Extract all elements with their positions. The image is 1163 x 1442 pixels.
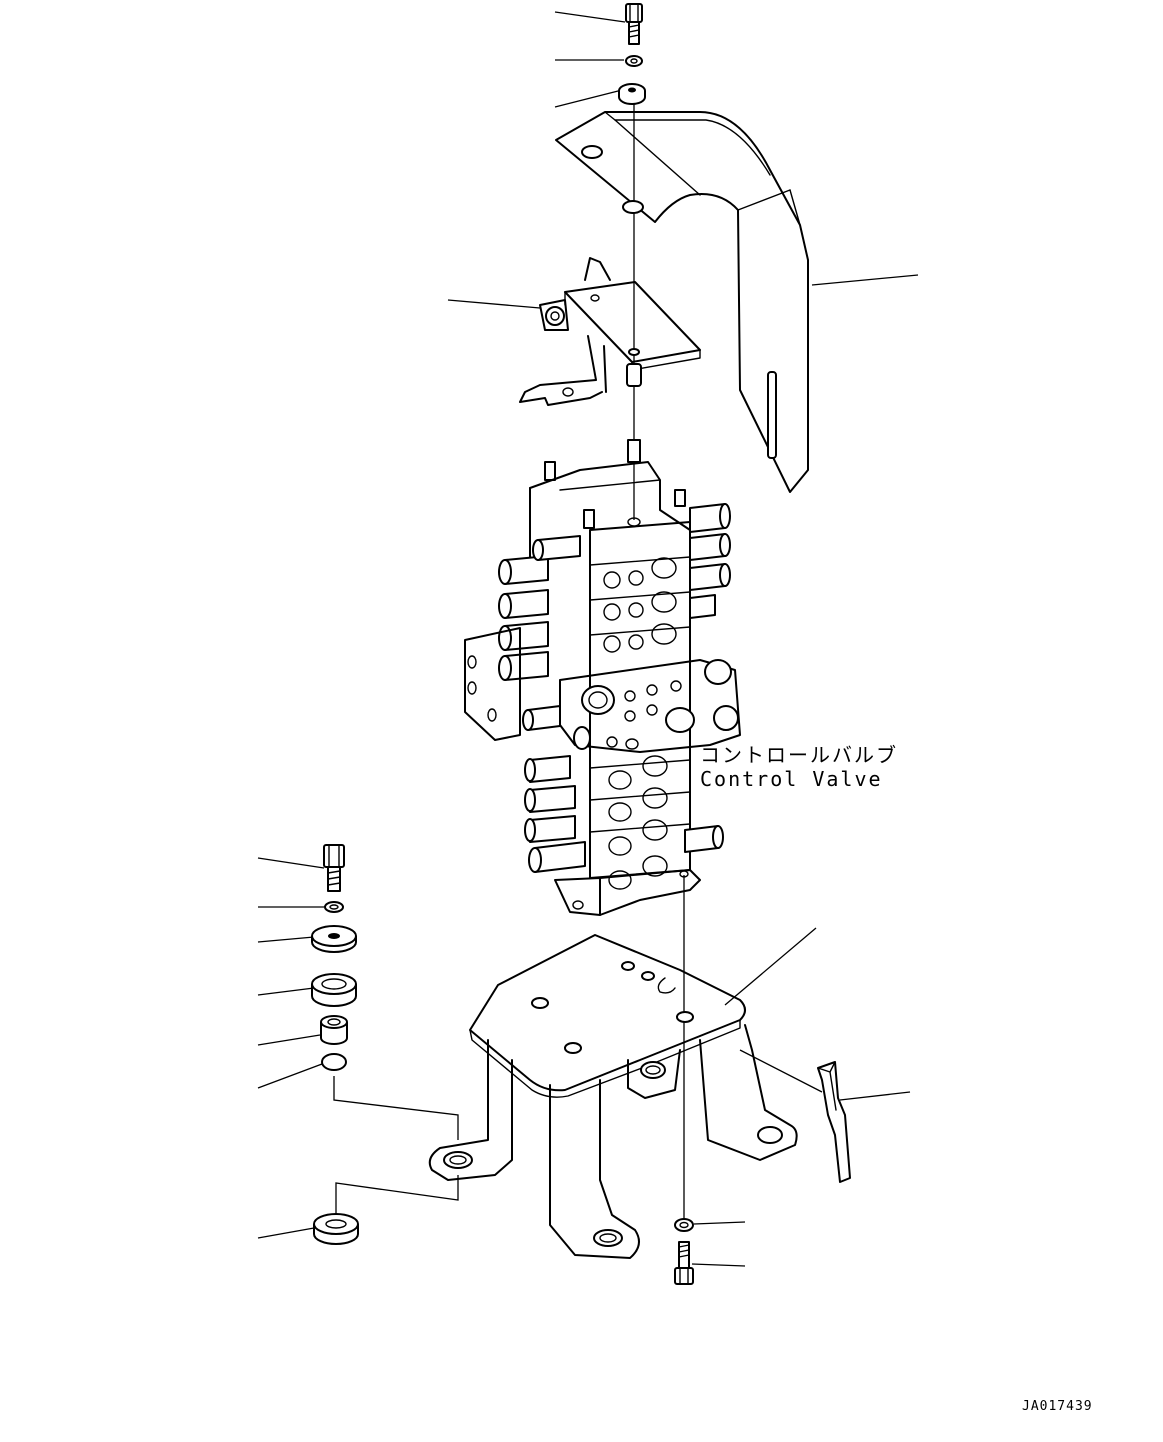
leader-line-bottom-bolt — [691, 1263, 746, 1267]
mount-washer — [311, 925, 357, 953]
component-label: コントロールバルブ Control Valve — [700, 743, 898, 791]
leader-line-lower-cushion — [257, 1227, 315, 1239]
mount-lock-washer — [324, 901, 344, 913]
valve-stand — [428, 934, 798, 1259]
clamp — [817, 1061, 851, 1183]
leader-line-cushion — [257, 987, 315, 996]
upper-bracket — [519, 257, 701, 406]
leader-line-cover — [811, 274, 919, 286]
leader-line-top-bolt — [554, 11, 626, 23]
bottom-lock-washer — [674, 1218, 694, 1232]
mount-bolt — [323, 844, 345, 892]
bottom-bolt — [674, 1241, 694, 1285]
drawing-code: JA017439 — [1022, 1399, 1093, 1414]
o-ring — [321, 1053, 347, 1071]
collar — [320, 1015, 348, 1045]
lower-cushion — [313, 1213, 359, 1245]
leader-line-collar — [257, 1034, 321, 1046]
leader-line-o-ring — [257, 1063, 323, 1089]
leader-line-bottom-lock-washer — [693, 1221, 746, 1225]
leader-line-top-washer — [554, 89, 623, 108]
top-lock-washer — [625, 55, 643, 67]
leader-line-clamp — [839, 1091, 911, 1101]
leader-line-mount-washer — [257, 936, 315, 943]
leader-line-bracket — [447, 299, 541, 309]
cushion — [311, 973, 357, 1007]
label-japanese: コントロールバルブ — [700, 743, 898, 767]
label-english: Control Valve — [700, 767, 883, 791]
cover-plate — [555, 111, 809, 493]
leader-line-stand — [724, 927, 817, 1006]
leader-line-mount-bolt — [257, 857, 325, 869]
top-washer — [618, 83, 646, 105]
top-bolt — [625, 3, 643, 45]
leader-lines — [257, 11, 919, 1267]
control-valve — [464, 439, 741, 916]
